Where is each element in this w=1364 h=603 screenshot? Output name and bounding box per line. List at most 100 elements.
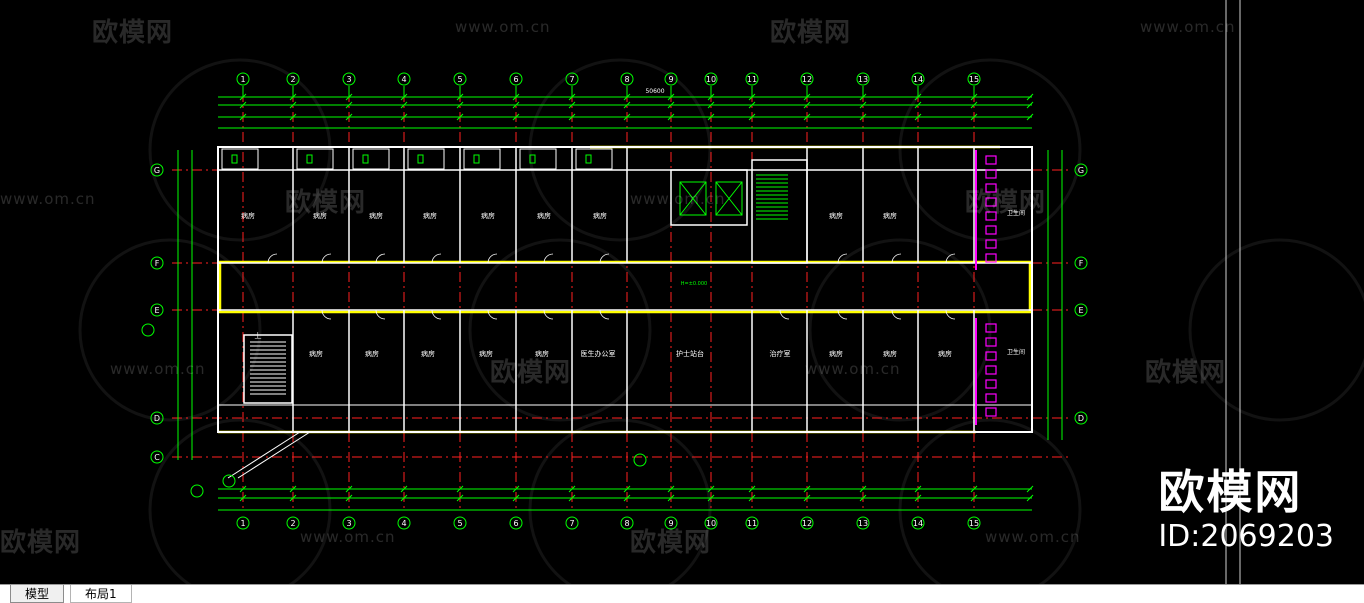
balcony-fixture xyxy=(231,154,238,164)
toilet-fixture xyxy=(985,197,997,207)
section-bubble xyxy=(141,323,155,337)
door-swing xyxy=(487,253,498,264)
door-swing xyxy=(837,309,848,320)
dimension-tick xyxy=(512,485,520,493)
dimension-tick xyxy=(623,494,631,502)
section-bubble xyxy=(633,453,647,467)
grid-label-bottom: 7 xyxy=(569,519,574,528)
floor-plan-drawing[interactable]: 5060011223344556677889910101111121213131… xyxy=(0,0,1364,584)
dimension-tick xyxy=(345,494,353,502)
elevator-core xyxy=(670,169,748,226)
overall-dimension-label: 50600 xyxy=(645,88,664,95)
elevator-car xyxy=(679,181,707,216)
grid-bubble-left xyxy=(150,411,164,425)
dimension-tick xyxy=(707,485,715,493)
dimension-tick xyxy=(667,113,675,121)
dimension-tick xyxy=(239,494,247,502)
stair-core xyxy=(751,159,808,264)
grid-bubble-bottom xyxy=(236,516,250,530)
grid-bubble-bottom xyxy=(286,516,300,530)
toilet-fixture xyxy=(985,183,997,193)
brand-badge-name: 欧模网 xyxy=(1158,465,1303,519)
grid-bubble-top xyxy=(565,72,579,86)
door-swing xyxy=(945,309,956,320)
grid-label-bottom: 13 xyxy=(858,519,868,528)
grid-label-top: 12 xyxy=(802,75,812,84)
grid-label-top: 7 xyxy=(569,75,574,84)
grid-bubble-bottom xyxy=(856,516,870,530)
dimension-tick xyxy=(1026,494,1034,502)
dimension-tick xyxy=(970,101,978,109)
tab-layout1[interactable]: 布局1 xyxy=(70,585,132,603)
room-label-bottom: 病房 xyxy=(365,349,379,358)
dimension-tick xyxy=(345,113,353,121)
room-label-top: 病房 xyxy=(829,211,843,220)
grid-bubble-left xyxy=(150,163,164,177)
grid-label-top: 8 xyxy=(624,75,629,84)
dimension-tick xyxy=(400,113,408,121)
door-swing xyxy=(431,253,442,264)
balcony xyxy=(352,148,390,170)
balcony xyxy=(296,148,334,170)
grid-label-top: 4 xyxy=(401,75,406,84)
toilet-fixture xyxy=(985,211,997,221)
grid-label-bottom: 4 xyxy=(401,519,406,528)
dimension-tick xyxy=(1026,485,1034,493)
dimension-tick xyxy=(456,113,464,121)
balcony-fixture xyxy=(585,154,592,164)
room-label-top: 病房 xyxy=(593,211,607,220)
toilet-fixture xyxy=(985,169,997,179)
room-label-bottom: 病房 xyxy=(421,349,435,358)
grid-bubble-top xyxy=(911,72,925,86)
entrance-ramp xyxy=(227,431,301,479)
grid-bubble-bottom xyxy=(704,516,718,530)
dimension-tick xyxy=(1026,101,1034,109)
tab-model[interactable]: 模型 xyxy=(10,585,65,603)
toilet-fixture xyxy=(985,351,997,361)
room-label-bottom: 医生办公室 xyxy=(581,349,616,358)
watermark-ring xyxy=(78,238,262,422)
grid-bubble-top xyxy=(286,72,300,86)
grid-bubble-top xyxy=(856,72,870,86)
watermark-ring xyxy=(808,238,992,422)
room-label-bottom: 病房 xyxy=(829,349,843,358)
grid-bubble-top xyxy=(704,72,718,86)
grid-label-bottom: 6 xyxy=(513,519,518,528)
dimension-tick xyxy=(1026,93,1034,101)
grid-label-right: E xyxy=(1078,306,1083,315)
door-swing xyxy=(543,253,554,264)
balcony-fixture xyxy=(362,154,369,164)
balcony-fixture xyxy=(306,154,313,164)
dimension-tick xyxy=(568,485,576,493)
grid-bubble-top xyxy=(620,72,634,86)
watermark-ring xyxy=(528,418,712,584)
grid-bubble-left xyxy=(150,450,164,464)
dimension-tick xyxy=(803,113,811,121)
dimension-tick xyxy=(456,101,464,109)
grid-bubble-bottom xyxy=(911,516,925,530)
door-swing xyxy=(431,309,442,320)
grid-label-top: 15 xyxy=(969,75,979,84)
grid-label-top: 6 xyxy=(513,75,518,84)
dimension-tick xyxy=(289,485,297,493)
dimension-tick xyxy=(400,494,408,502)
dimension-tick xyxy=(1026,113,1034,121)
grid-bubble-top xyxy=(509,72,523,86)
toilet-fixture xyxy=(985,407,997,417)
grid-label-top: 5 xyxy=(457,75,462,84)
grid-bubble-bottom xyxy=(509,516,523,530)
grid-bubble-top xyxy=(664,72,678,86)
grid-label-bottom: 3 xyxy=(346,519,351,528)
dimension-tick xyxy=(748,485,756,493)
toilet-fixture xyxy=(985,379,997,389)
dimension-tick xyxy=(914,113,922,121)
grid-label-right: G xyxy=(1078,166,1084,175)
grid-bubble-bottom xyxy=(342,516,356,530)
dimension-tick xyxy=(512,113,520,121)
toilet-fixture xyxy=(985,253,997,263)
toilet-fixture xyxy=(985,155,997,165)
dimension-tick xyxy=(859,101,867,109)
dimension-tick xyxy=(859,113,867,121)
grid-bubble-top xyxy=(342,72,356,86)
